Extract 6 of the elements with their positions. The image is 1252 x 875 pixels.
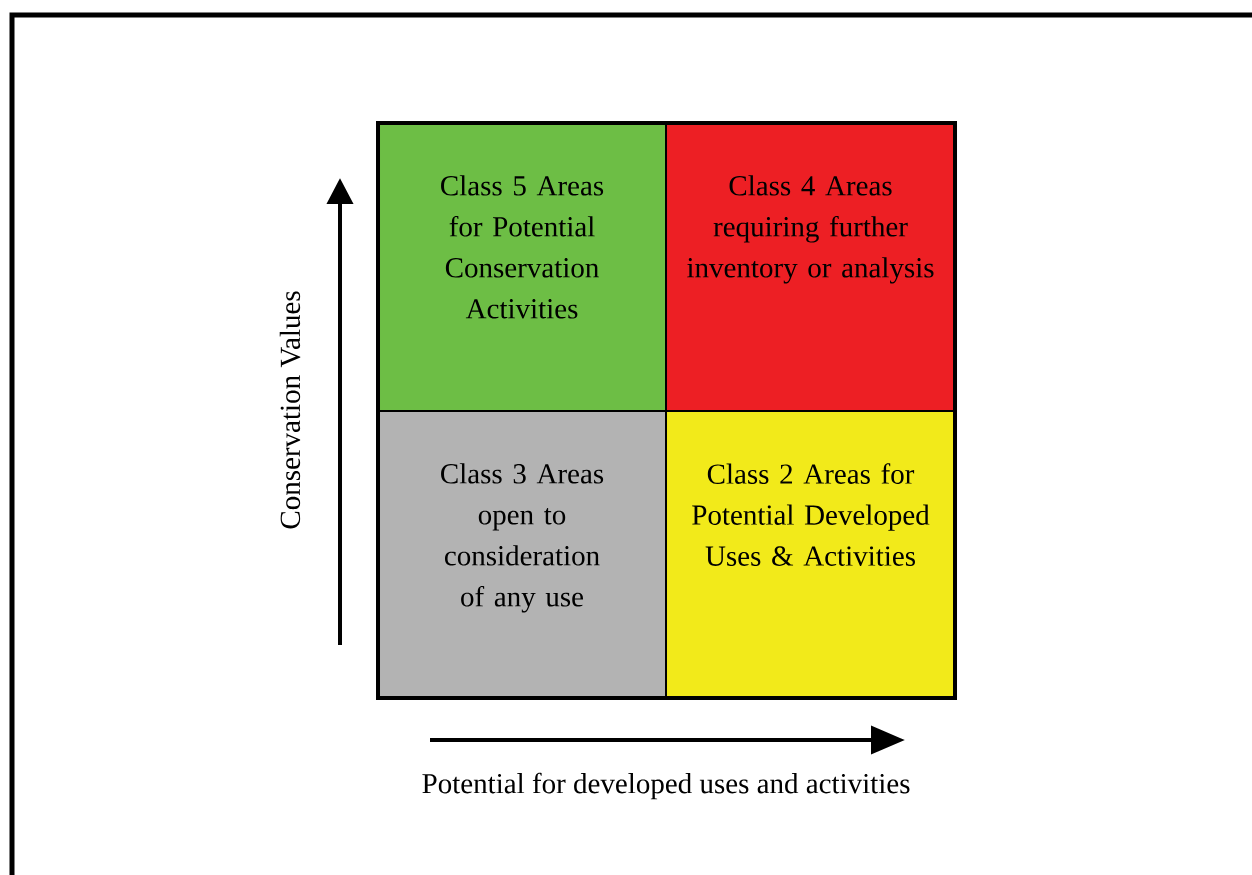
class-cell: Class 2 Areas for Potential Developed Uses & Activities xyxy=(665,410,956,699)
class-cell: Class 4 Areas requiring further inventory or analysis xyxy=(665,122,956,412)
axis-label: Conservation Values xyxy=(279,291,301,529)
axis-label: Potential for developed uses and activities xyxy=(422,772,910,800)
class-cell: Class 5 Areas for Potential Conservation Activities xyxy=(377,122,667,412)
class-cell: Class 3 Areas open to consideration of any use xyxy=(377,410,667,699)
